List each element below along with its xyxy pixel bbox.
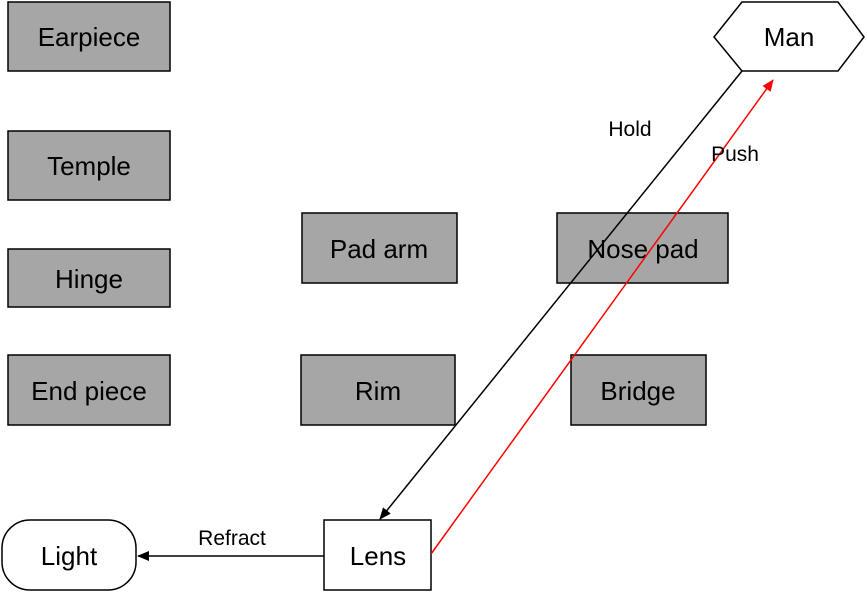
node-lens-label: Lens [350, 541, 406, 571]
node-earpiece-label: Earpiece [38, 22, 141, 52]
edge-hold-label: Hold [608, 118, 651, 141]
node-light-label: Light [41, 541, 98, 571]
node-temple-label: Temple [47, 151, 131, 181]
node-bridge: Bridge [570, 354, 707, 426]
node-man: Man [713, 1, 865, 72]
node-end-piece: End piece [7, 354, 171, 426]
edge-hold: Hold [379, 70, 743, 520]
node-earpiece: Earpiece [7, 1, 171, 72]
node-temple: Temple [7, 130, 171, 201]
node-pad-arm: Pad arm [301, 212, 458, 284]
node-rim: Rim [300, 354, 456, 426]
node-bridge-label: Bridge [600, 376, 675, 406]
edge-push-line [430, 79, 774, 555]
node-man-label: Man [764, 22, 815, 52]
edge-hold-line [379, 70, 743, 520]
node-hinge: Hinge [7, 248, 171, 308]
node-lens: Lens [323, 519, 432, 591]
edge-refract: Refract [137, 527, 324, 561]
edge-push: Push [430, 79, 774, 555]
node-light: Light [1, 519, 137, 591]
node-nose-pad: Nose pad [556, 212, 729, 284]
node-hinge-label: Hinge [55, 264, 123, 294]
node-pad-arm-label: Pad arm [330, 234, 428, 264]
node-rim-label: Rim [355, 376, 401, 406]
node-end-piece-label: End piece [31, 376, 147, 406]
edge-push-label: Push [711, 143, 759, 166]
edge-refract-label: Refract [198, 527, 266, 550]
